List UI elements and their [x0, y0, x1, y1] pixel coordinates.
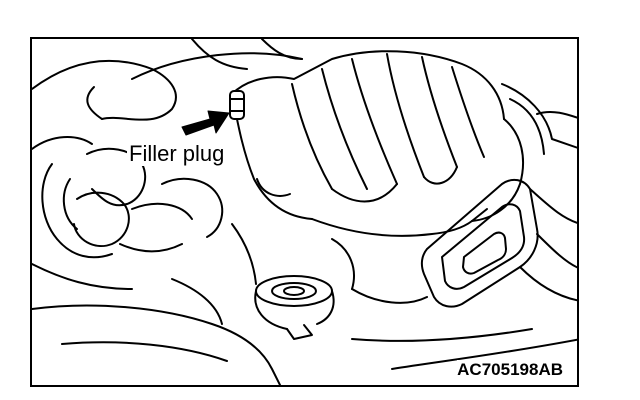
lower-drain-area [231, 223, 428, 340]
drain-plug-outer [255, 275, 333, 307]
figure-id: AC705198AB [457, 360, 563, 380]
transfer-case-drawing [32, 39, 577, 385]
pointer-arrow [181, 110, 230, 136]
filler-plug-callout [181, 90, 245, 136]
illustration-frame: Filler plug AC705198AB [30, 37, 579, 387]
case-body [231, 50, 524, 237]
right-cover-plate [420, 178, 539, 308]
right-frame-rails [501, 83, 577, 302]
left-brackets [32, 147, 224, 290]
filler-plug-label: Filler plug [127, 141, 227, 166]
upper-left-hoses [32, 39, 303, 150]
drain-plug-inner [271, 282, 317, 300]
bottom-crossmember [32, 278, 577, 385]
filler-plug [229, 90, 245, 120]
